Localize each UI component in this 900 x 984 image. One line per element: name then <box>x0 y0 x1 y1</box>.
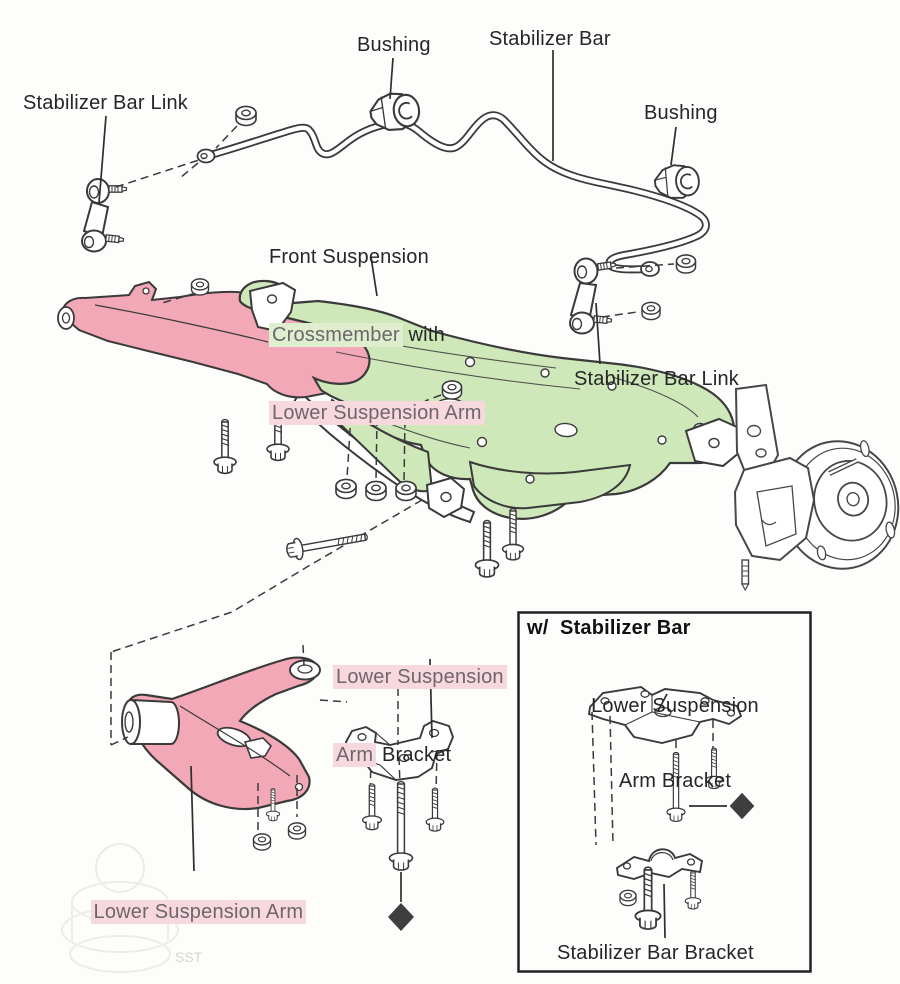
construction-dashed-lines <box>110 125 714 846</box>
label-bushing-right: Bushing <box>644 102 718 124</box>
inset-arm-bracket-line2: Arm Bracket <box>618 770 732 792</box>
label-crossmember-caption: Front Suspension Crossmember with Lower … <box>269 192 485 452</box>
steering-knuckle-brake-assembly <box>733 383 900 592</box>
inset-lower-suspension-arm-bracket-part <box>587 686 743 744</box>
note-diamond-marker <box>388 903 414 931</box>
watermark-text: SST <box>175 949 203 965</box>
leader-lines <box>98 50 727 939</box>
label-arm-bracket: Lower Suspension Arm Bracket <box>333 612 507 794</box>
lower-suspension-arm-part <box>121 656 321 811</box>
stabilizer-bar-part <box>196 111 710 277</box>
label-stabilizer-bar-link-left: Stabilizer Bar Link <box>23 92 188 114</box>
crossmember-mount-tabs <box>248 281 742 519</box>
arm-bracket-arm-highlight: Arm <box>333 743 377 767</box>
label-stabilizer-bar-link-right: Stabilizer Bar Link <box>574 368 739 390</box>
stabilizer-bar-link-right-part <box>569 257 617 335</box>
stabilizer-bar-bracket-part <box>615 848 704 880</box>
label-stabilizer-bar: Stabilizer Bar <box>489 28 611 50</box>
inset-title: w/ Stabilizer Bar <box>527 617 691 639</box>
lower-suspension-arm-highlight: Lower Suspension Arm <box>90 900 307 924</box>
inset-arm-bracket-line1: Lower Suspension <box>591 695 759 717</box>
caption-line1: Front Suspension <box>269 246 429 268</box>
caption-with: with <box>402 324 445 346</box>
label-bushing-top: Bushing <box>357 34 431 56</box>
caption-crossmember-highlight: Crossmember <box>269 323 403 347</box>
arm-bracket-line1-highlight: Lower Suspension <box>333 665 507 689</box>
arm-bracket-rest: Bracket <box>376 744 452 766</box>
inset-label-arm-bracket: Lower Suspension Arm Bracket <box>586 644 764 819</box>
inset-box <box>517 611 812 973</box>
stabilizer-bar-link-left-part <box>81 178 128 253</box>
inset-label-stabilizer-bar-bracket: Stabilizer Bar Bracket <box>557 942 754 964</box>
caption-lower-arm-highlight: Lower Suspension Arm <box>269 401 485 425</box>
label-lower-suspension-arm: Lower Suspension Arm <box>79 873 307 925</box>
